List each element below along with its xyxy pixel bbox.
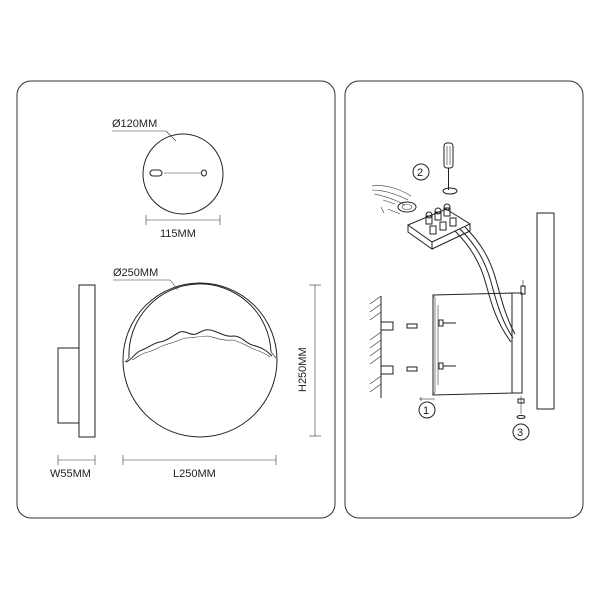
step-2-label: 2 <box>417 167 423 179</box>
lamp-diameter-label: Ø250MM <box>113 267 158 279</box>
screwdriver-icon <box>442 142 458 195</box>
length-label: L250MM <box>173 468 216 480</box>
wire-icon <box>454 226 516 343</box>
step-3-label: 3 <box>517 427 523 439</box>
lamp-front-view: Ø250MM H250MM L250MM <box>113 267 321 480</box>
canopy-diameter-label: Ø120MM <box>112 118 157 130</box>
dimensions-panel <box>16 80 336 519</box>
lamp-side-view: W55MM <box>50 284 96 480</box>
wall-section <box>369 295 394 398</box>
height-label: H250MM <box>297 347 309 392</box>
screw-icon <box>438 319 456 370</box>
input-wires <box>371 185 412 215</box>
width-label: W55MM <box>50 468 91 480</box>
mounting-hole <box>201 169 207 177</box>
step-3-marker: 3 <box>512 396 530 441</box>
lamp-side <box>511 212 555 410</box>
step-1-marker: 1 <box>418 397 436 419</box>
step-2-marker: 2 <box>412 163 430 181</box>
canopy-width-label: 115MM <box>160 228 196 240</box>
crack-arc-inner <box>128 283 272 359</box>
cable-gland <box>397 201 417 213</box>
wavy-edge <box>125 329 273 363</box>
wall-plugs <box>406 323 418 372</box>
installation-panel <box>344 80 584 519</box>
terminal-block-icon <box>406 203 472 250</box>
mounting-slot <box>149 169 163 177</box>
canopy-top-view: Ø120MM 115MM <box>112 118 224 240</box>
step-1-label: 1 <box>423 405 429 417</box>
